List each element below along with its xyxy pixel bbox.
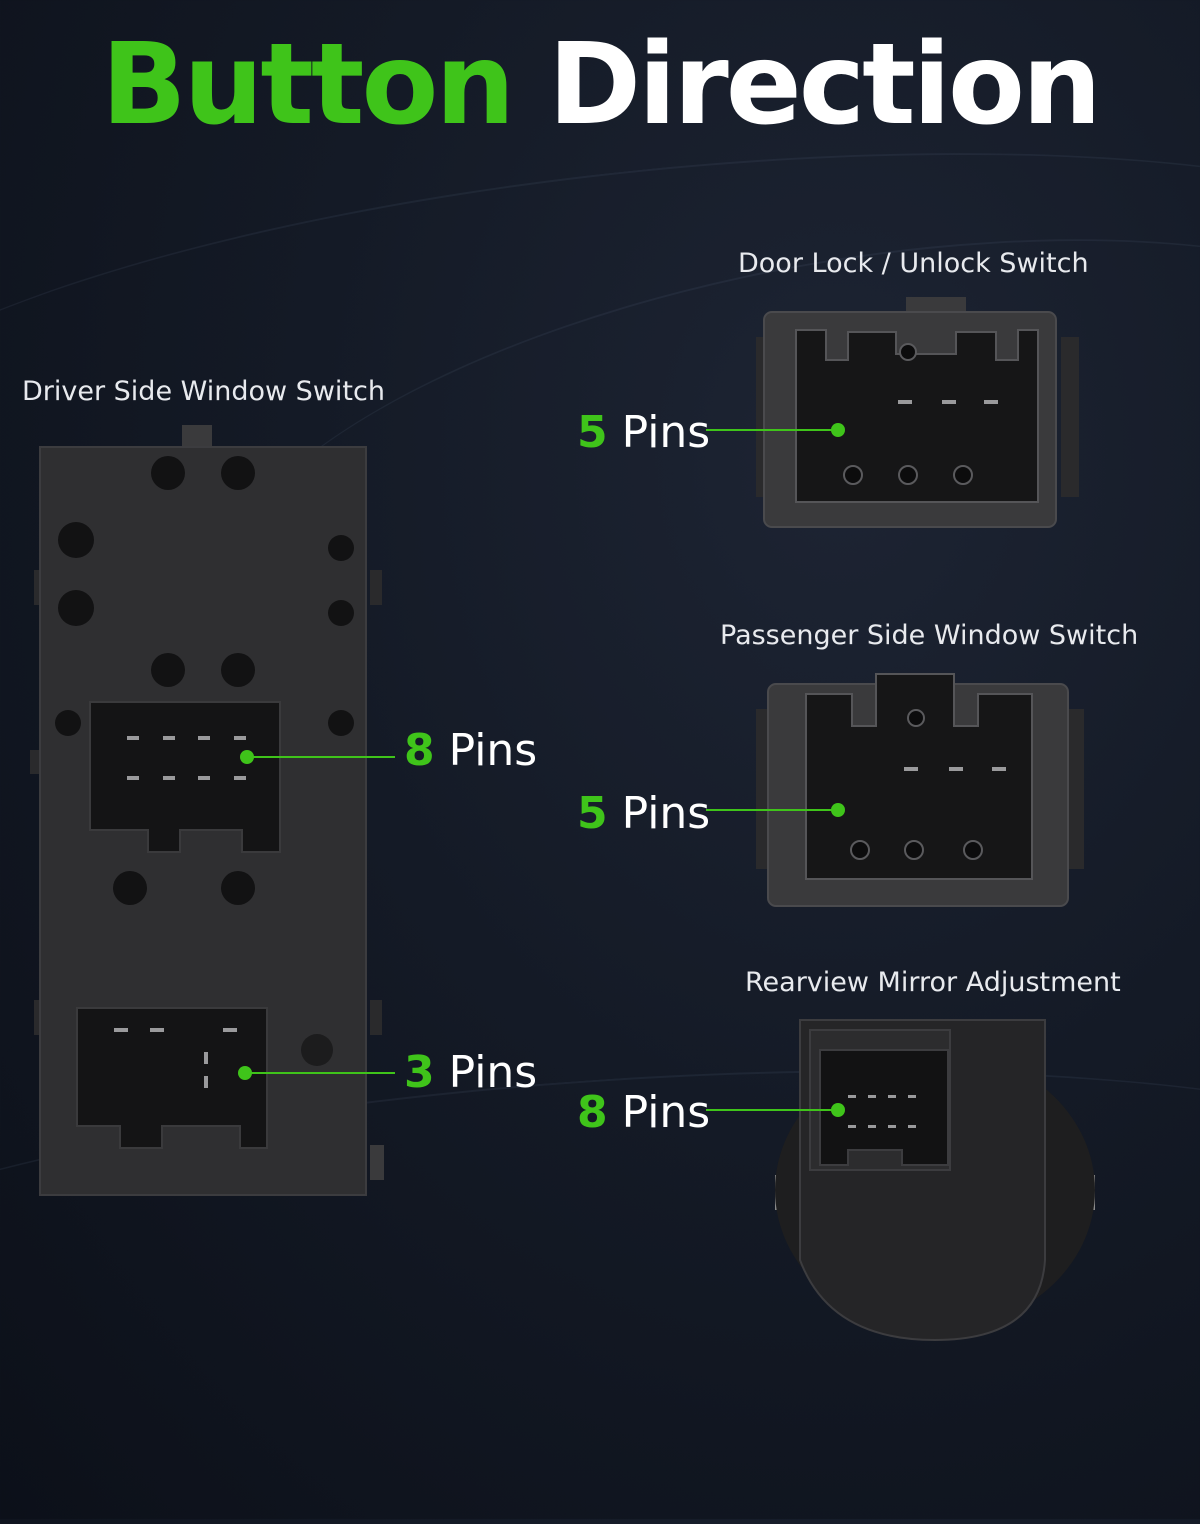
door-lock-caption: Door Lock / Unlock Switch: [738, 248, 1089, 279]
door-lock-switch-image: [756, 297, 1079, 528]
driver-3pin-leader: [250, 1072, 395, 1074]
title-word-direction: Direction: [548, 20, 1102, 150]
door-lock-pin-leader: [706, 429, 834, 431]
driver-3pin-marker: [238, 1066, 252, 1080]
driver-switch-caption: Driver Side Window Switch: [22, 376, 385, 407]
mirror-pin-label: 8 Pins: [577, 1087, 711, 1138]
driver-8pin-leader: [252, 756, 395, 758]
door-lock-pin-marker: [831, 423, 845, 437]
driver-switch-image: [30, 425, 384, 1196]
driver-8pin-marker: [240, 750, 254, 764]
door-lock-pin-label: 5 Pins: [577, 407, 711, 458]
mirror-pin-leader: [706, 1109, 834, 1111]
mirror-pin-marker: [831, 1103, 845, 1117]
mirror-caption: Rearview Mirror Adjustment: [745, 967, 1121, 998]
passenger-pin-marker: [831, 803, 845, 817]
mirror-switch-image: [775, 1019, 1095, 1342]
title-word-button: Button: [101, 20, 515, 150]
page-title: Button Direction: [0, 18, 1200, 152]
passenger-pin-label: 5 Pins: [577, 788, 711, 839]
passenger-caption: Passenger Side Window Switch: [720, 620, 1139, 651]
driver-3pin-label: 3 Pins: [404, 1047, 538, 1098]
passenger-pin-leader: [706, 809, 834, 811]
driver-8pin-label: 8 Pins: [404, 725, 538, 776]
passenger-switch-image: [756, 673, 1084, 907]
